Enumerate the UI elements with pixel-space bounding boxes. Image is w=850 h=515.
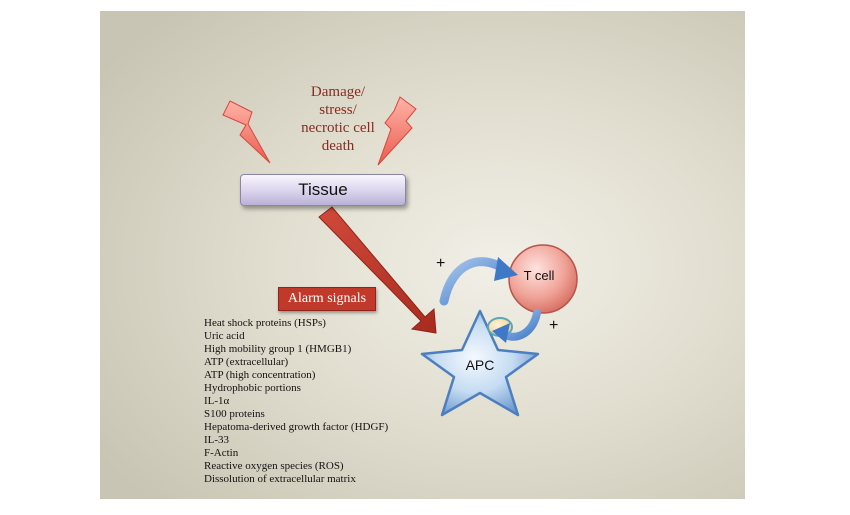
- list-item: IL-33: [204, 434, 230, 446]
- apc-star-shape: [420, 309, 540, 417]
- list-item: High mobility group 1 (HMGB1): [204, 343, 352, 355]
- tissue-box: Tissue: [240, 174, 406, 206]
- list-item: ATP (high concentration): [204, 369, 316, 381]
- alarm-signals-label: Alarm signals: [278, 287, 376, 311]
- diagram-graphics: [222, 96, 578, 417]
- t-cell-circle: [508, 244, 578, 314]
- list-item: ATP (extracellular): [204, 356, 289, 368]
- list-item: Dissolution of extracellular matrix: [204, 473, 356, 485]
- list-item: Uric acid: [204, 330, 245, 342]
- list-item: IL-1α: [204, 395, 230, 407]
- apc-label: APC: [465, 357, 495, 373]
- t-cell-label: T cell: [523, 268, 555, 283]
- list-item: Hepatoma-derived growth factor (HDGF): [204, 421, 389, 433]
- lightning-bolt-icon: [222, 100, 271, 164]
- list-item: Reactive oxygen species (ROS): [204, 460, 344, 472]
- damage-line: necrotic cell: [301, 120, 375, 136]
- curved-arrow-apc-to-tcell: [439, 257, 509, 306]
- plus-sign: +: [436, 255, 446, 272]
- alarm-signals-list: Heat shock proteins (HSPs) Uric acid Hig…: [204, 317, 388, 486]
- curved-arrow-head-icon: [492, 323, 510, 343]
- diagram-slide: Damage/ stress/ necrotic cell death Tiss…: [100, 11, 745, 499]
- list-item: S100 proteins: [204, 408, 265, 420]
- alarm-signal-arrow: [318, 206, 437, 334]
- damage-line: Damage/: [310, 84, 366, 100]
- list-item: F-Actin: [204, 447, 239, 459]
- damage-line: stress/: [319, 102, 357, 118]
- lightning-bolt-icon: [377, 96, 417, 166]
- curved-arrow-head-icon: [494, 257, 518, 281]
- plus-sign: +: [549, 317, 559, 334]
- damage-line: death: [321, 138, 355, 154]
- damage-caption: Damage/ stress/ necrotic cell death: [278, 83, 398, 155]
- list-item: Heat shock proteins (HSPs): [204, 317, 326, 329]
- list-item: Hydrophobic portions: [204, 382, 301, 394]
